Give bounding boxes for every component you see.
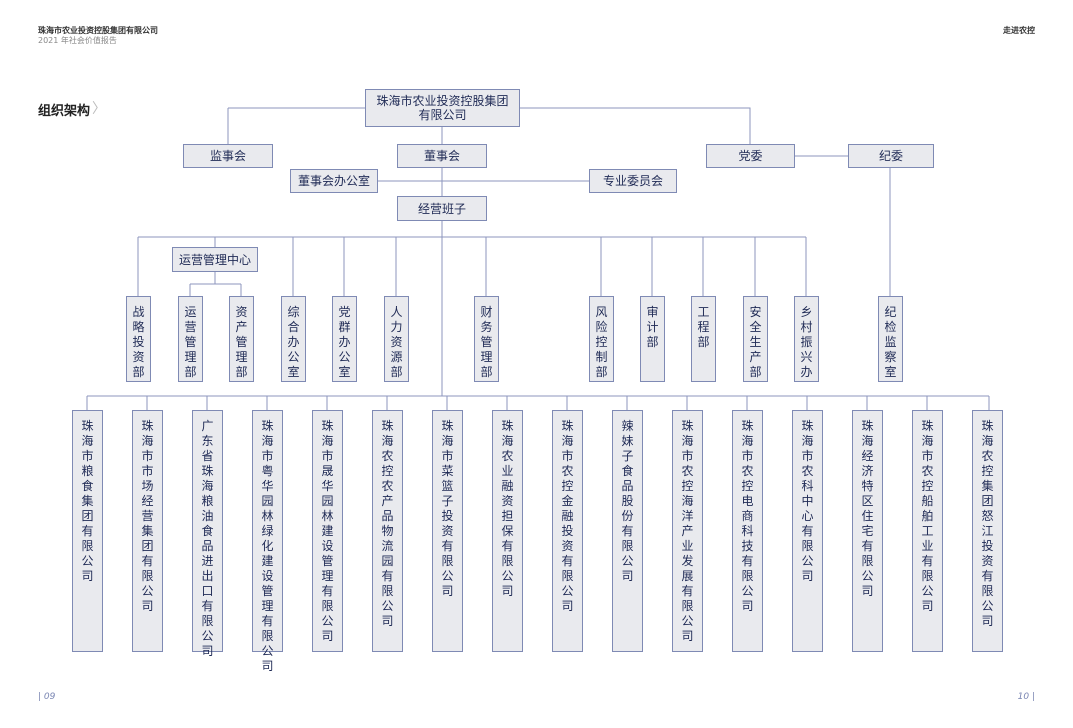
section-title: 组织架构 <box>38 104 91 119</box>
subsidiary-box: 珠海市粮食集团有限公司 <box>72 410 103 652</box>
dept-label: 党群办公室 <box>338 305 351 379</box>
header-report-title: 2021 年社会价值报告 <box>38 36 117 45</box>
subsidiary-box: 珠海市农控金融投资有限公司 <box>552 410 583 652</box>
operations-center-box: 运营管理中心 <box>172 247 258 272</box>
subsidiary-box: 珠海经济特区住宅有限公司 <box>852 410 883 652</box>
dept-box: 工程部 <box>691 296 716 382</box>
subsidiary-box: 珠海市农控海洋产业发展有限公司 <box>672 410 703 652</box>
dept-box: 安全生产部 <box>743 296 768 382</box>
subsidiary-label: 珠海市农控电商科技有限公司 <box>741 419 754 613</box>
subsidiary-box: 珠海市农控电商科技有限公司 <box>732 410 763 652</box>
subsidiary-box: 珠海市菜篮子投资有限公司 <box>432 410 463 652</box>
header-company: 珠海市农业投资控股集团有限公司 <box>38 26 158 35</box>
dept-box: 资产管理部 <box>229 296 254 382</box>
subsidiary-box: 辣妹子食品股份有限公司 <box>612 410 643 652</box>
subsidiary-box: 珠海市市场经营集团有限公司 <box>132 410 163 652</box>
page-number-right: 10 | <box>1017 692 1035 702</box>
dept-box: 财务管理部 <box>474 296 499 382</box>
supervisors-box: 监事会 <box>183 144 273 168</box>
dept-label: 工程部 <box>697 305 710 349</box>
discipline-committee-box: 纪委 <box>848 144 934 168</box>
dept-label: 风险控制部 <box>595 305 608 379</box>
subsidiary-label: 珠海市农控海洋产业发展有限公司 <box>681 419 694 643</box>
subsidiary-box: 珠海市晟华园林建设管理有限公司 <box>312 410 343 652</box>
page-right-value: 10 <box>1017 692 1030 702</box>
dept-label: 乡村振兴办 <box>800 305 813 379</box>
subsidiary-label: 珠海市市场经营集团有限公司 <box>141 419 154 613</box>
management-team-box: 经营班子 <box>397 196 487 221</box>
page-number-left: | 09 <box>38 692 56 702</box>
page-left-value: 09 <box>43 692 56 702</box>
board-box: 董事会 <box>397 144 487 168</box>
group-company-line1: 珠海市农业投资控股集团 <box>376 94 509 108</box>
subsidiary-box: 珠海市农科中心有限公司 <box>792 410 823 652</box>
subsidiary-label: 广东省珠海粮油食品进出口有限公司 <box>201 419 214 658</box>
chevron-right-icon: 〉 <box>92 101 106 117</box>
subsidiary-box: 广东省珠海粮油食品进出口有限公司 <box>192 410 223 658</box>
dept-box: 乡村振兴办 <box>794 296 819 382</box>
group-company-box: 珠海市农业投资控股集团 有限公司 <box>365 89 520 127</box>
dept-label: 战略投资部 <box>132 305 145 379</box>
discipline-office-box: 纪检监察室 <box>878 296 903 382</box>
subsidiary-label: 珠海市菜篮子投资有限公司 <box>441 419 454 598</box>
subsidiary-box: 珠海农业融资担保有限公司 <box>492 410 523 652</box>
subsidiary-box: 珠海农控农产品物流园有限公司 <box>372 410 403 652</box>
dept-box: 综合办公室 <box>281 296 306 382</box>
subsidiary-box: 珠海农控集团怒江投资有限公司 <box>972 410 1003 652</box>
dept-label: 审计部 <box>646 305 659 349</box>
subsidiary-label: 珠海农控集团怒江投资有限公司 <box>981 419 994 628</box>
subsidiary-label: 珠海市粤华园林绿化建设管理有限公司 <box>261 419 274 673</box>
header-section-name: 走进农控 <box>1003 26 1035 35</box>
dept-label: 资产管理部 <box>235 305 248 379</box>
dept-label: 运营管理部 <box>184 305 197 379</box>
board-office-box: 董事会办公室 <box>290 169 378 193</box>
dept-box: 审计部 <box>640 296 665 382</box>
subsidiary-label: 珠海市农控船舶工业有限公司 <box>921 419 934 613</box>
dept-label: 人力资源部 <box>390 305 403 379</box>
dept-box: 运营管理部 <box>178 296 203 382</box>
group-company-line2: 有限公司 <box>418 108 467 122</box>
dept-box: 战略投资部 <box>126 296 151 382</box>
subsidiary-label: 珠海农业融资担保有限公司 <box>501 419 514 598</box>
subsidiary-label: 珠海市粮食集团有限公司 <box>81 419 94 583</box>
dept-label: 安全生产部 <box>749 305 762 379</box>
subsidiary-label: 珠海市农科中心有限公司 <box>801 419 814 583</box>
subsidiary-box: 珠海市粤华园林绿化建设管理有限公司 <box>252 410 283 673</box>
dept-label: 财务管理部 <box>480 305 493 379</box>
subsidiary-label: 珠海市晟华园林建设管理有限公司 <box>321 419 334 643</box>
subsidiary-box: 珠海市农控船舶工业有限公司 <box>912 410 943 652</box>
special-committee-box: 专业委员会 <box>589 169 677 193</box>
subsidiary-label: 珠海农控农产品物流园有限公司 <box>381 419 394 628</box>
dept-box: 人力资源部 <box>384 296 409 382</box>
subsidiary-label: 辣妹子食品股份有限公司 <box>621 419 634 583</box>
dept-label: 纪检监察室 <box>884 305 897 379</box>
dept-label: 综合办公室 <box>287 305 300 379</box>
dept-box: 风险控制部 <box>589 296 614 382</box>
subsidiary-label: 珠海市农控金融投资有限公司 <box>561 419 574 613</box>
subsidiary-label: 珠海经济特区住宅有限公司 <box>861 419 874 598</box>
party-committee-box: 党委 <box>706 144 795 168</box>
dept-box: 党群办公室 <box>332 296 357 382</box>
